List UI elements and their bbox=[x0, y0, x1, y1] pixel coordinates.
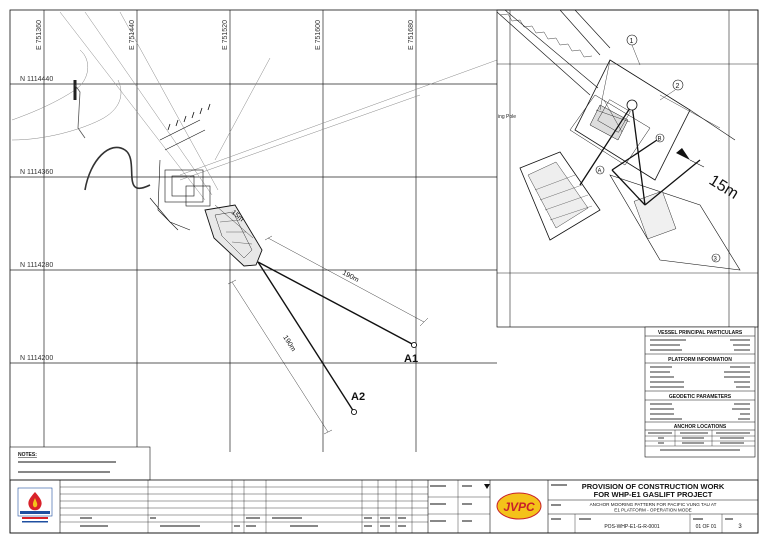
title-block bbox=[9, 479, 759, 534]
easting-label: E 751600 bbox=[315, 20, 322, 50]
drawing-subtitle-line1: ANCHOR MOORING PATTERN FOR PACIFIC VUNG … bbox=[590, 502, 717, 507]
anchor-line-a2 bbox=[257, 261, 355, 413]
northing-label: N 1114280 bbox=[20, 262, 53, 269]
vessel-table-rows bbox=[650, 339, 750, 351]
notes-box: NOTES: bbox=[9, 446, 151, 481]
anchor-a1-label: A1 bbox=[404, 353, 418, 365]
callout-2: 2 bbox=[676, 83, 680, 90]
walkway-ticks bbox=[167, 103, 211, 131]
parameter-tables: VESSEL PRINCIPAL PARTICULARS PLATFORM IN… bbox=[644, 326, 756, 458]
jvpc-logo: JVPC bbox=[496, 492, 542, 520]
notes-title: NOTES: bbox=[18, 452, 37, 458]
callout-b: B bbox=[658, 137, 662, 143]
northing-label: N 1114440 bbox=[20, 76, 53, 83]
anchor-a2-label: A2 bbox=[351, 391, 365, 403]
coordinate-grid bbox=[10, 10, 497, 452]
detail-dimension-15m: 15m bbox=[706, 172, 741, 203]
callout-a: A bbox=[598, 169, 602, 175]
detail-mooring-lines bbox=[579, 104, 701, 206]
mark-icon bbox=[484, 484, 490, 489]
arrow-icon bbox=[676, 148, 690, 160]
detail-vessel bbox=[519, 151, 741, 271]
anchor-a2-symbol bbox=[350, 408, 358, 416]
detail-view: 1 2 A B 3 15m ing Pole bbox=[496, 9, 759, 328]
anchor-table-title: ANCHOR LOCATIONS bbox=[674, 424, 727, 430]
vessel-hull bbox=[204, 204, 263, 267]
callout-3: 3 bbox=[714, 257, 718, 263]
dimension-lines bbox=[227, 235, 429, 435]
revision-rows bbox=[80, 484, 733, 527]
geodetic-table-title: GEODETIC PARAMETERS bbox=[669, 394, 732, 400]
geodetic-table-rows bbox=[650, 403, 750, 420]
northing-label: N 1114200 bbox=[20, 355, 53, 362]
dimension-190m-a2: 190m bbox=[281, 334, 296, 353]
jvpc-logo-text: JVPC bbox=[503, 500, 535, 514]
platform-table-title: PLATFORM INFORMATION bbox=[668, 357, 732, 363]
easting-label: E 751360 bbox=[36, 20, 43, 50]
revision-number: 3 bbox=[738, 524, 742, 530]
project-title-line1: PROVISION OF CONSTRUCTION WORK bbox=[582, 482, 725, 491]
plan-view: E 751360 E 751440 E 751520 E 751600 E 75… bbox=[10, 10, 498, 452]
callout-1: 1 bbox=[630, 38, 634, 45]
platform-deck bbox=[569, 59, 736, 181]
anchor-a1-symbol bbox=[410, 341, 418, 349]
pipeline-lines bbox=[11, 11, 498, 201]
project-title-line2: FOR WHP-E1 GASLIFT PROJECT bbox=[594, 490, 713, 499]
easting-label: E 751520 bbox=[222, 20, 229, 50]
drawing-number: POS-WHP-E1-G-R-0001 bbox=[604, 524, 660, 530]
dimension-190m-a1: 190m bbox=[341, 270, 360, 284]
company-logo bbox=[17, 487, 53, 523]
northing-label: N 1114360 bbox=[20, 169, 53, 176]
platform-table-rows bbox=[650, 366, 750, 388]
vessel-table-title: VESSEL PRINCIPAL PARTICULARS bbox=[658, 330, 743, 336]
easting-label: E 751680 bbox=[408, 20, 415, 50]
platform-structure bbox=[149, 119, 211, 231]
anchor-table-rows bbox=[648, 432, 750, 451]
anchor-line-a1 bbox=[257, 261, 415, 346]
detail-pole-label: ing Pole bbox=[498, 114, 516, 120]
pile-grid bbox=[595, 99, 631, 133]
pipeline-curve bbox=[84, 146, 151, 191]
drawing-subtitle-line2: E1 PLATFORM - OPERATION MODE bbox=[614, 508, 691, 513]
sheet-number: 01 OF 01 bbox=[696, 524, 717, 530]
crane-jib bbox=[496, 9, 611, 96]
